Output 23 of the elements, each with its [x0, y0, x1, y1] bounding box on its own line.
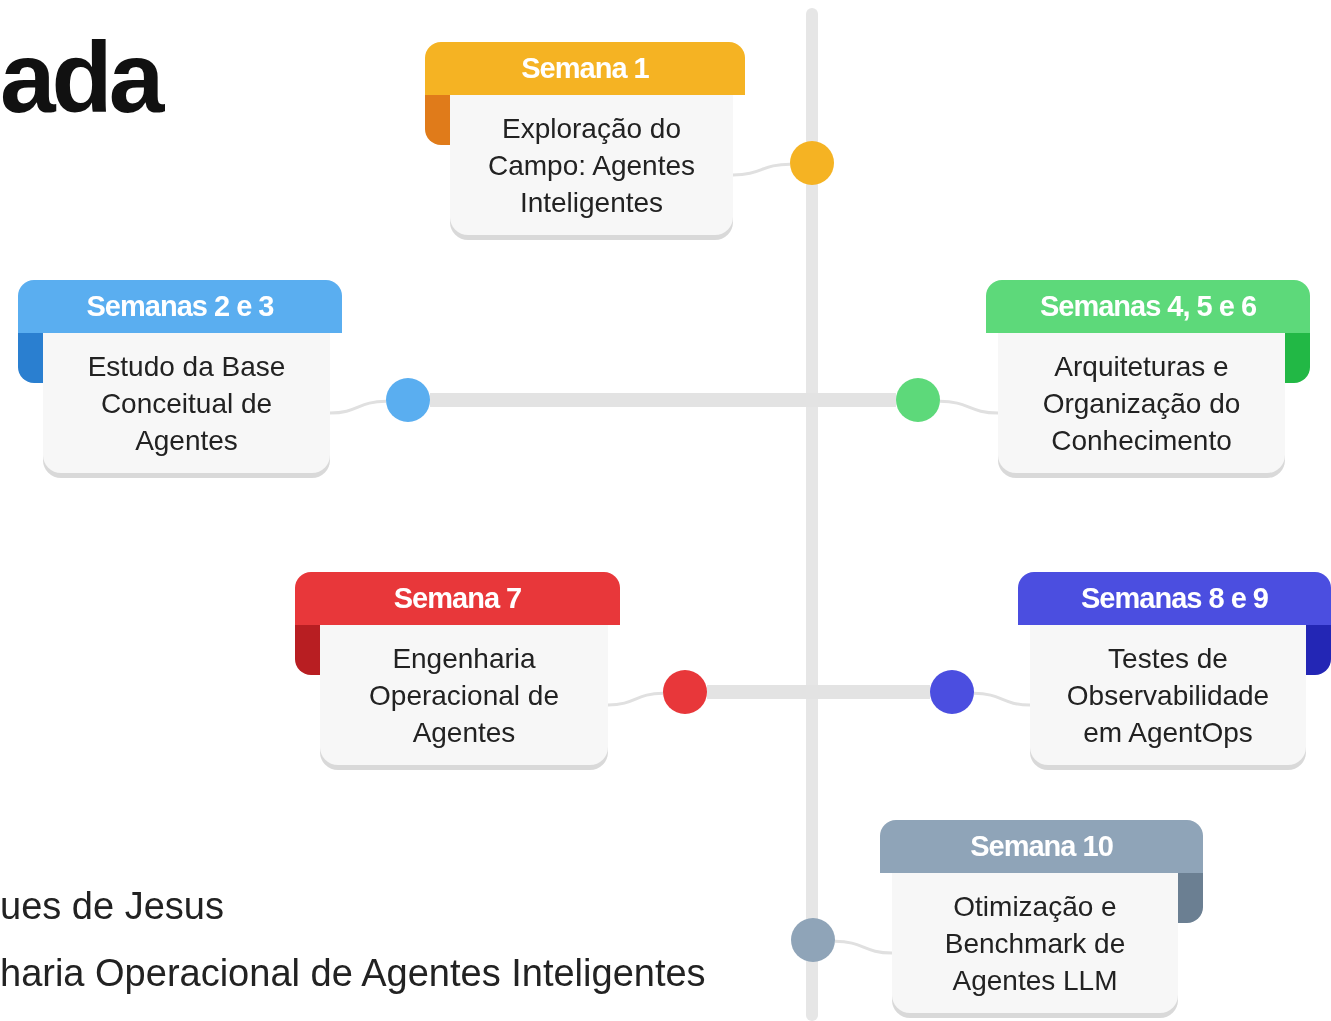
card-heading: Semana 7 — [295, 572, 620, 625]
footer-text: ues de Jesus — [0, 885, 224, 928]
connector-line — [834, 939, 893, 955]
timeline-connector — [430, 393, 896, 407]
timeline-connector — [707, 685, 930, 699]
card-heading: Semana 10 — [880, 820, 1203, 873]
timeline-dot — [791, 918, 835, 962]
timeline-dot — [663, 670, 707, 714]
connector-line — [939, 399, 999, 415]
timeline-dot — [790, 141, 834, 185]
title: ada — [0, 22, 161, 132]
card-heading: Semana 1 — [425, 42, 745, 95]
connector-line — [973, 691, 1031, 707]
connector-line — [732, 162, 791, 177]
timeline-dot — [386, 378, 430, 422]
connector-line — [329, 399, 387, 415]
timeline-dot — [930, 670, 974, 714]
card-heading: Semanas 8 e 9 — [1018, 572, 1331, 625]
card-heading: Semanas 4, 5 e 6 — [986, 280, 1310, 333]
card-heading: Semanas 2 e 3 — [18, 280, 342, 333]
connector-line — [607, 691, 664, 707]
footer-text: haria Operacional de Agentes Inteligentes — [0, 952, 706, 995]
timeline-dot — [896, 378, 940, 422]
